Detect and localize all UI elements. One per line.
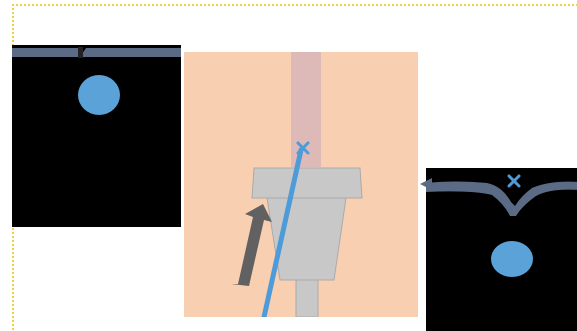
x-marker-icon <box>507 174 521 188</box>
panel-right <box>420 168 577 331</box>
arrow-up-right-icon <box>231 204 272 286</box>
panel-left-graphic <box>12 45 181 227</box>
panel-left <box>12 45 181 227</box>
panel-left-circle <box>78 75 120 115</box>
panel-right-graphic <box>420 174 577 331</box>
x-marker-icon <box>296 141 310 155</box>
panel-right-membrane <box>426 181 577 216</box>
panel-left-background <box>12 45 181 227</box>
needle <box>261 147 304 317</box>
vertical-tube <box>291 52 321 167</box>
panel-right-circle <box>491 241 533 277</box>
arrow-left-icon <box>420 178 432 190</box>
panel-center <box>184 52 418 317</box>
panel-left-membrane <box>12 48 181 57</box>
instrument-handle <box>295 279 319 317</box>
panel-center-graphic <box>184 52 418 317</box>
panel-left-notch <box>78 47 83 58</box>
